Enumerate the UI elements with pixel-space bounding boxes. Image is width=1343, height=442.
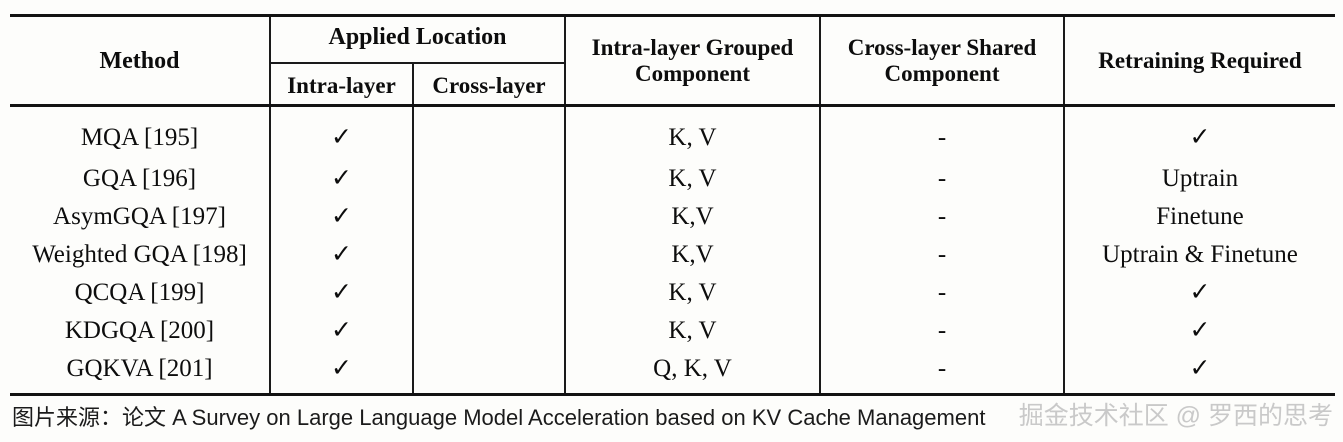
cell-cross-layer xyxy=(413,236,566,274)
cell-method: GQA [196] xyxy=(10,160,271,198)
header-row-secondary: Intra-layer Cross-layer xyxy=(10,63,1335,108)
cell-method: QCQA [199] xyxy=(10,274,271,312)
cell-intra-layer: ✓ xyxy=(270,274,414,312)
column-header-intra-layer-grouped-component: Intra-layer Grouped Component xyxy=(565,14,821,108)
cell-grouped-component: K, V xyxy=(565,312,821,350)
cell-grouped-component: K, V xyxy=(565,274,821,312)
cell-retraining-required: Finetune xyxy=(1156,203,1244,230)
dash-placeholder: - xyxy=(937,317,947,344)
cell-intra-layer: ✓ xyxy=(270,108,414,160)
cell-intra-layer: ✓ xyxy=(270,160,414,198)
cell-method: AsymGQA [197] xyxy=(10,198,271,236)
table-row: Weighted GQA [198] ✓ K,V - Uptrain & Finetun… xyxy=(10,236,1335,274)
table-row: QCQA [199] ✓ K, V - ✓ xyxy=(10,274,1335,312)
cell-grouped-component: K, V xyxy=(565,108,821,160)
cell-shared-component: - xyxy=(820,108,1065,160)
cell-retraining-required: ✓ xyxy=(1064,108,1335,160)
column-header-applied-location: Applied Location xyxy=(270,14,566,64)
checkmark-icon: ✓ xyxy=(1189,122,1211,151)
cell-shared-component: - xyxy=(820,160,1065,198)
watermark: 掘金技术社区 @ 罗西的思考 xyxy=(1018,402,1333,430)
figure-source-caption: 图片来源：论文 A Survey on Large Language Model… xyxy=(12,405,986,430)
cell-shared-component: - xyxy=(820,350,1065,394)
checkmark-icon: ✓ xyxy=(1189,353,1211,382)
cell-retraining-required: ✓ xyxy=(1064,274,1335,312)
cell-cross-layer xyxy=(413,160,566,198)
cell-method: Weighted GQA [198] xyxy=(10,236,271,274)
shared-component-line-2: Component xyxy=(884,61,1000,86)
table-header: Method Applied Location Intra-layer Grou… xyxy=(10,14,1335,108)
comparison-table: Method Applied Location Intra-layer Grou… xyxy=(10,14,1335,394)
header-row-primary: Method Applied Location Intra-layer Grou… xyxy=(10,14,1335,108)
cell-cross-layer xyxy=(413,350,566,394)
cell-intra-layer: ✓ xyxy=(270,236,414,274)
checkmark-icon: ✓ xyxy=(331,163,352,192)
checkmark-icon: ✓ xyxy=(331,277,352,306)
table-bottom-rule xyxy=(10,393,1335,396)
cell-grouped-component: K,V xyxy=(565,198,821,236)
dash-placeholder: - xyxy=(937,165,947,192)
column-header-method: Method xyxy=(10,14,271,108)
checkmark-icon: ✓ xyxy=(1189,315,1211,344)
cell-intra-layer: ✓ xyxy=(270,198,414,236)
checkmark-icon: ✓ xyxy=(331,201,352,230)
table-row: GQKVA [201] ✓ Q, K, V - ✓ xyxy=(10,350,1335,394)
cell-grouped-component: Q, K, V xyxy=(565,350,821,394)
table-header-separator-rule xyxy=(10,104,1335,107)
dash-placeholder: - xyxy=(937,203,947,230)
table-row: GQA [196] ✓ K, V - Uptrain xyxy=(10,160,1335,198)
column-header-retraining-required: Retraining Required xyxy=(1098,48,1302,74)
cell-grouped-component: K,V xyxy=(565,236,821,274)
grouped-component-line-2: Component xyxy=(634,61,750,86)
cell-retraining-required: ✓ xyxy=(1064,312,1335,350)
cell-cross-layer xyxy=(413,108,566,160)
table-row: AsymGQA [197] ✓ K,V - Finetune xyxy=(10,198,1335,236)
dash-placeholder: - xyxy=(937,279,947,306)
cell-retraining-required: ✓ xyxy=(1064,350,1335,394)
kv-cache-grouping-table: Method Applied Location Intra-layer Grou… xyxy=(10,14,1335,396)
checkmark-icon: ✓ xyxy=(1189,277,1211,306)
cell-shared-component: - xyxy=(820,312,1065,350)
cell-shared-component: - xyxy=(820,274,1065,312)
cell-method: MQA [195] xyxy=(10,108,271,160)
column-header-cross-layer-shared-component: Cross-layer Shared Component xyxy=(820,14,1065,108)
table-row: MQA [195] ✓ K, V - ✓ xyxy=(10,108,1335,160)
checkmark-icon: ✓ xyxy=(331,315,352,344)
column-header-intra-layer: Intra-layer xyxy=(270,63,414,108)
cell-method: KDGQA [200] xyxy=(10,312,271,350)
checkmark-icon: ✓ xyxy=(331,122,352,151)
table-top-rule xyxy=(10,14,1335,17)
cell-cross-layer xyxy=(413,198,566,236)
column-header-cross-layer: Cross-layer xyxy=(413,63,566,108)
dash-placeholder: - xyxy=(937,124,947,151)
cell-retraining-required: Uptrain & Finetune xyxy=(1102,241,1298,268)
cell-shared-component: - xyxy=(820,198,1065,236)
cell-method: GQKVA [201] xyxy=(10,350,271,394)
checkmark-icon: ✓ xyxy=(331,239,352,268)
cell-cross-layer xyxy=(413,274,566,312)
cell-intra-layer: ✓ xyxy=(270,350,414,394)
cell-cross-layer xyxy=(413,312,566,350)
table-row: KDGQA [200] ✓ K, V - ✓ xyxy=(10,312,1335,350)
cell-intra-layer: ✓ xyxy=(270,312,414,350)
dash-placeholder: - xyxy=(937,355,947,382)
cell-retraining-required: Uptrain xyxy=(1161,165,1239,192)
dash-placeholder: - xyxy=(937,241,947,268)
cell-shared-component: - xyxy=(820,236,1065,274)
cell-grouped-component: K, V xyxy=(565,160,821,198)
grouped-component-line-1: Intra-layer Grouped xyxy=(591,35,794,61)
checkmark-icon: ✓ xyxy=(331,353,352,382)
shared-component-line-1: Cross-layer Shared xyxy=(847,35,1037,61)
